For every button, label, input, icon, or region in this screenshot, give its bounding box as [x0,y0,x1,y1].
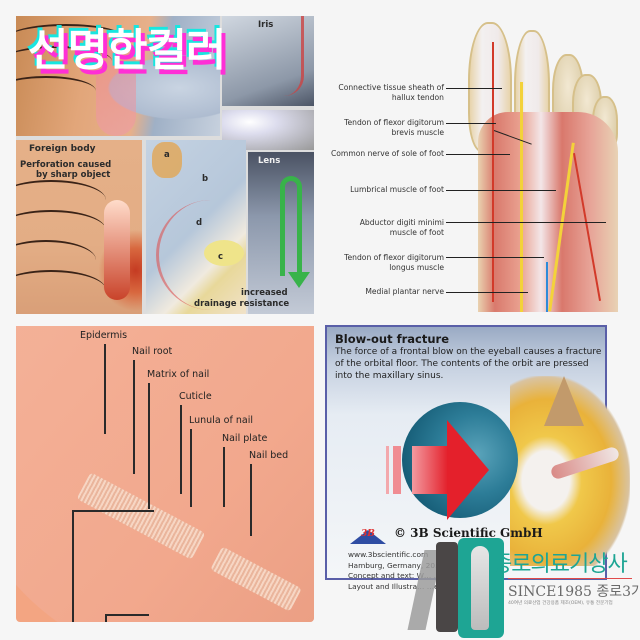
eyelash-graphic [16,24,126,54]
label-cuticle: Cuticle [179,391,212,402]
headline-overlay: 선명한컬러 [28,25,226,76]
orbit-cross-section-graphic [510,376,630,566]
vessel-graphic [156,200,246,310]
motion-line-graphic [386,446,389,494]
leader-line [72,510,74,622]
marker-a: a [164,150,170,160]
label-nail-bed: Nail bed [249,450,289,461]
3b-logo-icon [350,530,386,544]
nail-anatomy-illustration: Epidermis Nail root Matrix of nail Cutic… [16,326,314,622]
perforation-graphic [104,200,130,300]
eyelash-graphic [16,210,106,250]
lens-panel: Lens [248,152,314,314]
leader-line [72,510,154,512]
leader-line [190,429,192,507]
foot-label-3: Common nerve of sole of foot [330,149,444,158]
force-arrowhead-icon [447,420,489,520]
eyelash-graphic [16,270,106,310]
marker-b: b [202,174,209,184]
label-epidermis: Epidermis [80,330,128,341]
orbital-bone-graphic [544,376,584,426]
foot-label-4: Lumbrical muscle of foot [350,185,444,194]
company-watermark: 종로의료기상사 SINCE1985 종로3가 40여년 의료산업 건강용품 제조… [407,538,640,640]
arrowhead-icon [288,272,310,288]
flow-arrow-icon [280,176,302,276]
label-nail-plate: Nail plate [222,433,268,444]
leader-line [446,123,496,124]
credit-line: Hamburg, Germany, 20… [348,560,443,570]
company-name: 종로의료기상사 [492,552,628,577]
eyelash-graphic [16,76,96,106]
leader-line [446,222,606,223]
leader-line [104,344,106,434]
drainage-label-line1: increased [241,288,288,298]
foot-graphic [468,22,618,312]
leader-line [446,88,502,89]
force-arrow-icon [412,446,448,494]
leader-line [446,190,556,191]
nerve-graphic [520,82,523,312]
leader-line [180,405,182,494]
eyelash-graphic [16,180,106,220]
heartbeat-line-icon [508,578,632,579]
eye-injury-illustration: Iris Foreign body Perforation caused by … [16,16,314,314]
artery-graphic [492,42,494,302]
blowout-title: Blow-out fracture [335,332,450,346]
iris-panel: Iris [222,16,314,106]
eyelash-graphic [16,46,112,76]
company-since: SINCE1985 종로3가 [508,584,640,600]
credits-block: www.3bscientific.com Hamburg, Germany, 2… [348,550,469,592]
drainage-angle-panel: a b c d [146,140,246,314]
leader-line [446,257,544,258]
3b-logo-text: 3B [361,529,375,539]
drainage-label-line2: drainage resistance [194,299,290,309]
foreign-body-panel: Foreign body Perforation caused by sharp… [16,140,142,314]
label-matrix-of-nail: Matrix of nail [147,369,210,380]
leader-line [105,614,149,616]
blowout-fracture-illustration: Blow-out fracture The force of a frontal… [320,320,640,640]
leader-line [105,614,107,622]
label-nail-root: Nail root [132,346,173,357]
marker-d: d [196,218,203,228]
credit-line: Concept and text: W… …lenn… [348,571,465,581]
credit-line: Layout and Illustra… …er …elow [348,581,469,591]
skin-eyelid-panel [16,16,220,136]
motion-line-graphic [393,446,401,494]
leader-line [250,464,252,536]
blowout-description: The force of a frontal blow on the eyeba… [335,347,602,382]
website-url: www.3bscientific.com [348,550,429,559]
leader-line [148,383,150,509]
vessel-graphic [274,16,304,96]
copyright-text: © 3B Scientific GmbH [394,526,543,540]
leader-line [446,292,528,293]
leader-line [223,447,225,507]
foot-label-7: Medial plantar nerve [365,287,444,296]
marker-c: c [218,252,224,262]
vein-graphic [546,262,548,312]
perforation-label-line2: by sharp object [36,170,111,180]
company-tagline: 40여년 의료산업 건강용품 제조(OEM), 유통 전문기업 [508,601,613,606]
eyelash-graphic [16,240,96,280]
lens-label: Lens [258,156,281,166]
leader-line [133,360,135,474]
label-lunula-of-nail: Lunula of nail [189,415,253,426]
logo-bar-dark [436,542,458,632]
leader-line [446,154,510,155]
perforation-label-line1: Perforation caused [20,160,112,170]
region-a-graphic [152,142,182,178]
iris-label: Iris [258,20,274,30]
eye-muscle-graphic [549,445,621,481]
foreign-body-label: Foreign body [29,144,96,154]
human-figure-icon [471,546,489,630]
